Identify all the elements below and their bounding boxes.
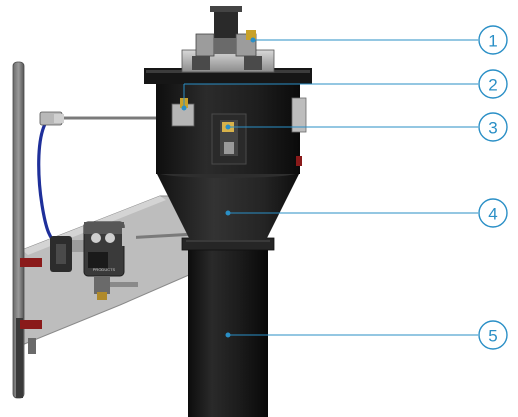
vertical-pole — [12, 61, 42, 399]
callout-1-label: 1 — [488, 32, 497, 51]
callout-4: 4 — [478, 198, 508, 228]
lower-tube — [181, 237, 275, 417]
callout-4-label: 4 — [488, 205, 497, 224]
callout-5-label: 5 — [488, 327, 497, 346]
valve-assembly: PRODUCTS — [50, 221, 196, 300]
top-mechanism — [181, 6, 275, 73]
device-label: PRODUCTS — [93, 267, 116, 272]
callout-3: 3 — [478, 112, 508, 142]
callout-leaders — [181, 37, 478, 338]
callout-5: 5 — [478, 320, 508, 350]
callout-2-label: 2 — [488, 76, 497, 95]
callout-3-label: 3 — [488, 119, 497, 138]
air-hose — [37, 111, 170, 246]
callout-1: 1 — [478, 25, 508, 55]
callout-2: 2 — [478, 69, 508, 99]
